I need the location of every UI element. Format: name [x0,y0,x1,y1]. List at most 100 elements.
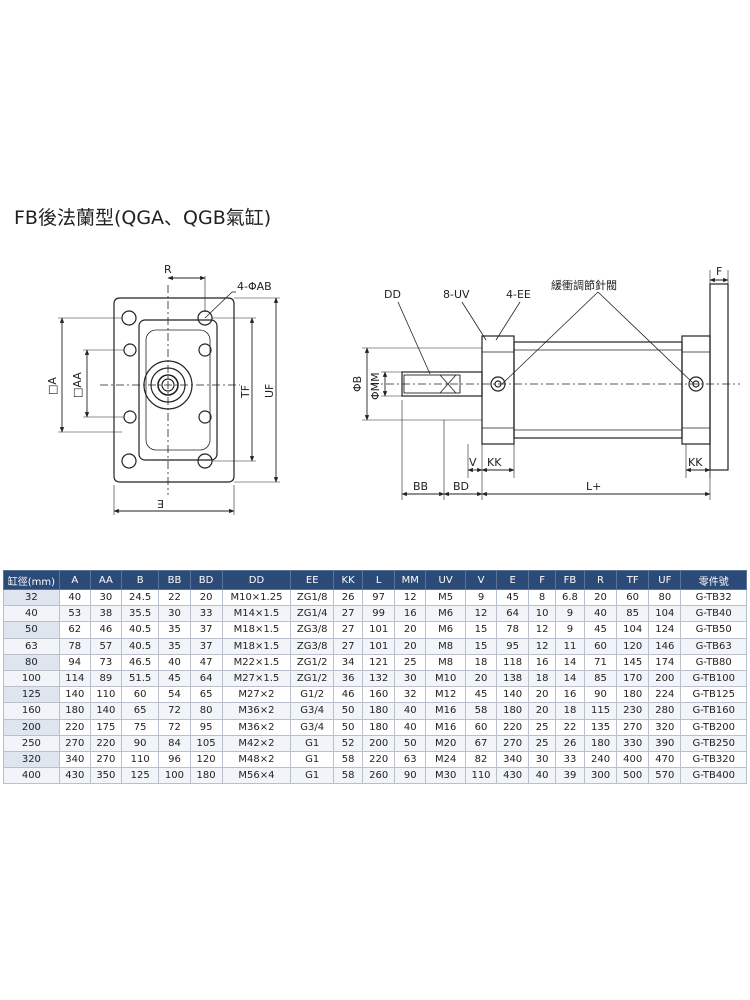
table-cell: 65 [189,686,223,704]
table-cell: 45 [158,669,191,688]
table-cell: 40 [3,605,60,623]
table-cell: 20 [394,637,427,655]
table-cell: 270 [496,734,530,752]
table-cell: 146 [648,637,682,655]
table-cell: 115 [583,702,618,720]
table-cell: 138 [496,669,530,688]
table-cell: 6.8 [555,588,585,607]
table-cell: 62 [58,621,91,639]
label-UF: UF [263,384,276,398]
table-cell: M24 [425,750,466,769]
table-cell: 60 [120,686,160,704]
table-cell: 30 [528,750,556,769]
table-cell: 121 [362,653,396,671]
table-cell: 50 [333,718,364,736]
table-cell: 125 [3,686,60,704]
table-cell: M18×1.5 [221,621,292,639]
table-cell: 33 [555,750,585,769]
table-cell: 64 [189,669,223,688]
table-cell: 95 [189,718,223,736]
table-cell: 220 [496,718,530,736]
table-cell: 65 [120,702,160,720]
table-cell: 72 [158,702,191,720]
table-cell: 340 [496,750,530,769]
table-cell: 220 [58,718,91,736]
table-cell: G-TB63 [680,637,747,655]
label-R: R [164,263,172,276]
table-cell: 300 [583,767,618,785]
table-cell: 97 [362,588,396,607]
table-cell: 174 [648,653,682,671]
table-cell: 37 [189,621,223,639]
label-EE: 4-EE [506,288,531,301]
table-cell: 132 [362,669,396,688]
table-cell: G-TB250 [680,734,747,752]
table-cell: M27×1.5 [221,669,292,688]
table-cell: M36×2 [221,718,292,736]
table-cell: M6 [425,621,466,639]
table-cell: 40 [528,767,556,785]
table-cell: 84 [158,734,191,752]
table-cell: M6 [425,605,466,623]
table-cell: 16 [528,653,556,671]
table-cell: 10 [528,605,556,623]
table-cell: G-TB200 [680,718,747,736]
table-cell: 60 [583,637,618,655]
body-square [138,319,218,461]
table-cell: G-TB125 [680,686,747,704]
table-cell: 60 [616,588,650,607]
table-cell: 34 [333,653,364,671]
table-cell: 58 [464,702,498,720]
table-cell: 96 [158,750,191,769]
table-cell: 200 [648,669,682,688]
label-MM: ΦMM [369,372,382,400]
table-cell: G-TB50 [680,621,747,639]
table-cell: 470 [648,750,682,769]
table-cell: 125 [120,767,160,785]
table-cell: M16 [425,702,466,720]
table-cell: 27 [333,637,364,655]
table-cell: 104 [648,605,682,623]
table-cell: 330 [616,734,650,752]
table-cell: 400 [3,767,60,785]
table-cell: 25 [528,734,556,752]
col-header: EE [290,570,335,590]
table-cell: 40.5 [120,637,160,655]
table-cell: 20 [583,588,618,607]
label-TF: TF [239,385,252,399]
label-V: V [469,456,477,469]
table-cell: 46.5 [120,653,160,671]
col-header: AA [89,570,122,590]
table-cell: 47 [189,653,223,671]
col-header: 缸徑(mm) [3,570,60,590]
table-cell: 160 [362,686,396,704]
page-title: FB後法蘭型(QGA、QGB氣缸) [14,207,272,229]
table-cell: 54 [158,686,191,704]
table-header: 缸徑(mm) A AA B BB BD DD EE KK L MM UV V E… [3,570,747,590]
table-cell: 35 [158,621,191,639]
table-cell: 16 [394,605,427,623]
table-cell: 114 [58,669,91,688]
table-cell: 50 [394,734,427,752]
table-cell: 40 [158,653,191,671]
table-cell: 20 [528,702,556,720]
front-view [58,275,280,515]
table-cell: 39 [555,767,585,785]
mount-hole-tl [121,310,137,326]
label-B: ΦB [351,376,364,392]
table-cell: 570 [648,767,682,785]
table-cell: 35 [158,637,191,655]
label-F: F [716,265,722,278]
col-header: A [58,570,91,590]
table-cell: G-TB160 [680,702,747,720]
col-header: DD [221,570,292,590]
table-cell: 26 [555,734,585,752]
table-cell: 25 [528,718,556,736]
table-cell: 45 [496,588,530,607]
col-header: MM [394,570,427,590]
table-cell: 175 [89,718,122,736]
table-cell: 94 [58,653,91,671]
